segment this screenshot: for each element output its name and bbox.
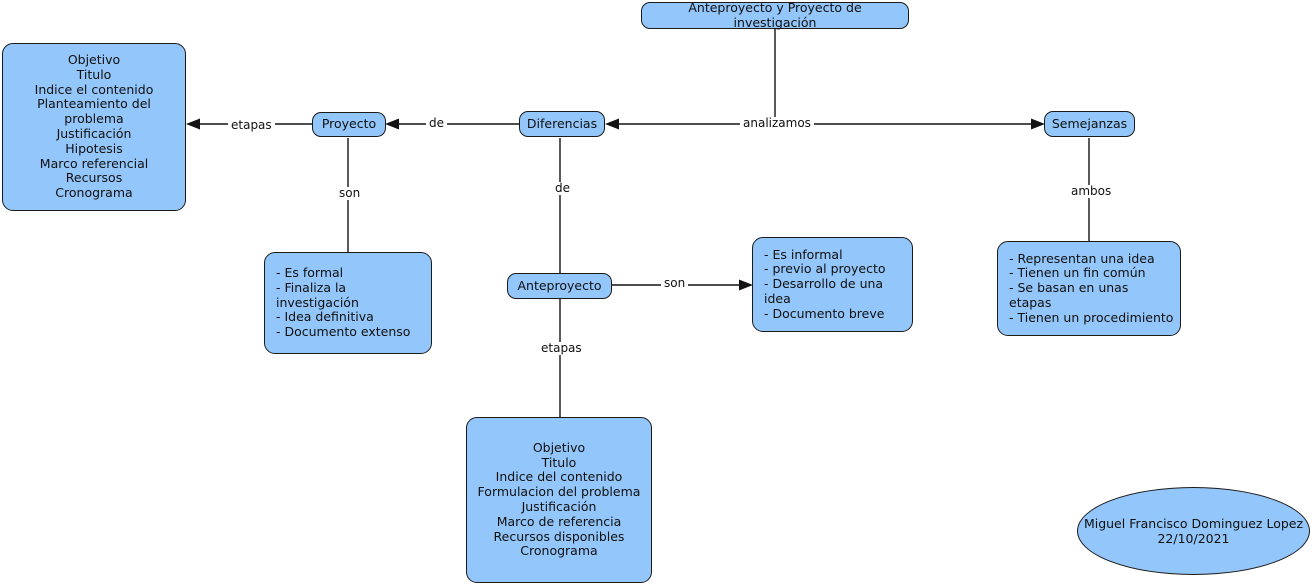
arrowhead-to-diferencias [605, 118, 619, 130]
node-semejanzas[interactable]: Semejanzas [1044, 111, 1135, 137]
node-anteproyecto[interactable]: Anteproyecto [507, 273, 612, 299]
node-diferencias[interactable]: Diferencias [519, 111, 605, 137]
node-semejanzas-lista[interactable]: - Representan una idea - Tienen un fin c… [997, 241, 1181, 336]
edge-label-etapas-proyecto: etapas [228, 119, 275, 132]
node-anteproyecto-caracteristicas[interactable]: - Es informal - previo al proyecto - Des… [752, 237, 913, 332]
edge-label-ambos-semejanzas: ambos [1068, 185, 1115, 198]
arrowhead-to-anteproyecto-caracteristicas [739, 279, 753, 291]
node-anteproyecto-etapas[interactable]: Objetivo Titulo Indice del contenido For… [466, 417, 652, 583]
arrowhead-to-proyecto [385, 118, 399, 130]
node-root[interactable]: Anteproyecto y Proyecto de investigación [641, 0, 909, 29]
edge-label-de-anteproyecto: de [552, 182, 573, 195]
edge-label-analizamos: analizamos [740, 117, 814, 130]
node-proyecto-etapas[interactable]: Objetivo Titulo Indice el contenido Plan… [2, 43, 186, 211]
edge-label-etapas-anteproyecto: etapas [538, 342, 585, 355]
node-proyecto[interactable]: Proyecto [312, 112, 386, 137]
edge-label-son-proyecto: son [336, 187, 364, 200]
arrowhead-to-semejanzas [1031, 118, 1045, 130]
arrowhead-to-etapas-box [186, 118, 200, 130]
edge-label-son-anteproyecto: son [661, 277, 689, 290]
node-proyecto-caracteristicas[interactable]: - Es formal - Finaliza la investigación … [264, 252, 432, 354]
edge-label-de-proyecto: de [426, 117, 447, 130]
node-author[interactable]: Miguel Francisco Dominguez Lopez 22/10/2… [1077, 487, 1310, 575]
